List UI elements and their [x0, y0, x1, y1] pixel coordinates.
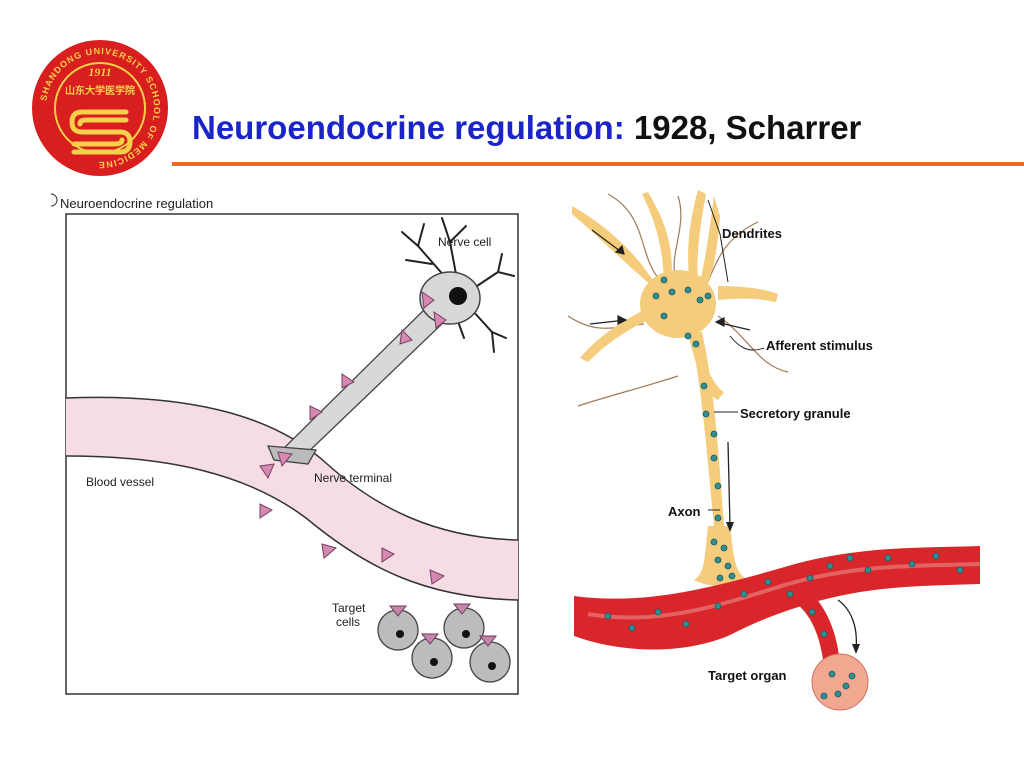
axon-arrow	[727, 441, 731, 527]
label-dendrites: Dendrites	[722, 226, 782, 241]
nucleus	[449, 287, 467, 305]
neuron	[572, 190, 778, 586]
title-sub: 1928, Scharrer	[633, 109, 862, 146]
blood-vessel	[65, 396, 519, 601]
label-blood-vessel: Blood vessel	[86, 475, 154, 489]
target-organ	[811, 653, 869, 711]
label-afferent-stimulus: Afferent stimulus	[766, 338, 873, 353]
label-nerve-terminal: Nerve terminal	[314, 471, 392, 485]
label-target-cells-2: cells	[336, 615, 360, 629]
title-main: Neuroendocrine regulation:	[192, 109, 625, 146]
logo-year: 1911	[88, 65, 111, 79]
neuroendocrine-figure-left: Neuroendocrine regulation	[50, 193, 519, 695]
title-divider	[172, 162, 1024, 166]
nerve-cell	[401, 217, 515, 353]
university-logo: SHANDONG UNIVERSITY SCHOOL OF MEDICINE 1…	[32, 40, 168, 176]
logo-s-emblem	[69, 109, 133, 155]
label-target-organ: Target organ	[708, 668, 787, 683]
label-target-cells-1: Target	[332, 601, 366, 615]
right-blood-vessel	[574, 546, 981, 666]
logo-chinese-name: 山东大学医学院	[65, 84, 135, 97]
neuroendocrine-figure-right: Dendrites Afferent stimulus Secretory gr…	[568, 190, 981, 711]
label-nerve-cell: Nerve cell	[438, 235, 491, 249]
label-secretory-granule: Secretory granule	[740, 406, 851, 421]
target-cells	[377, 603, 511, 683]
hormone-granules	[259, 290, 447, 585]
label-leaders	[707, 199, 765, 511]
label-axon: Axon	[668, 504, 701, 519]
secretory-granules	[604, 276, 964, 700]
slide-title: Neuroendocrine regulation: 1928, Scharre…	[192, 108, 861, 148]
flow-arrow	[837, 599, 858, 651]
figure-caption: Neuroendocrine regulation	[60, 196, 213, 211]
stimulus-arrows	[589, 229, 751, 331]
